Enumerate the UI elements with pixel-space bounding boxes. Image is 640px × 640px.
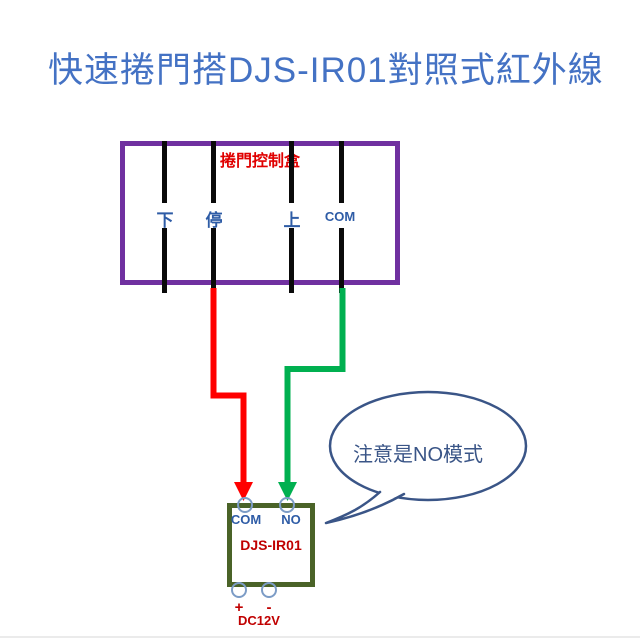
callout-tail-fill bbox=[326, 492, 404, 523]
terminal-line-up-bottom bbox=[289, 228, 294, 293]
terminal-line-stop-bottom bbox=[211, 228, 216, 293]
terminal-line-down-bottom bbox=[162, 228, 167, 293]
terminal-line-com-top bbox=[339, 141, 344, 203]
sensor-model-label: DJS-IR01 bbox=[240, 537, 302, 553]
sensor-terminal-label-com: COM bbox=[230, 512, 262, 527]
callout-text: 注意是NO模式 bbox=[353, 444, 483, 466]
controller-box bbox=[120, 141, 400, 285]
power-plus-label: + bbox=[234, 599, 244, 616]
sensor-terminal-label-no: NO bbox=[281, 512, 301, 527]
power-minus-label: - bbox=[266, 599, 272, 616]
terminal-label-up: 上 bbox=[283, 211, 301, 230]
image-bottom-edge bbox=[0, 636, 640, 638]
callout-tail-icon bbox=[324, 490, 406, 525]
terminal-line-com-bottom bbox=[339, 228, 344, 293]
controller-box-label: 捲門控制盒 bbox=[219, 153, 300, 170]
wire-stop-arrowhead-icon bbox=[234, 482, 253, 501]
wire-com-to-no bbox=[284, 288, 346, 484]
wire-stop-to-com bbox=[210, 288, 247, 484]
terminal-label-com: COM bbox=[324, 209, 356, 224]
terminal-line-stop-top bbox=[211, 141, 216, 203]
wire-com-arrowhead-icon bbox=[278, 482, 297, 501]
terminal-label-stop: 停 bbox=[205, 211, 223, 230]
terminal-line-up-top bbox=[289, 141, 294, 203]
terminal-line-down-top bbox=[162, 141, 167, 203]
diagram-title: 快速捲門搭DJS-IR01對照式紅外線 bbox=[48, 51, 604, 90]
terminal-label-down: 下 bbox=[156, 211, 174, 230]
power-voltage-label: DC12V bbox=[238, 613, 280, 628]
